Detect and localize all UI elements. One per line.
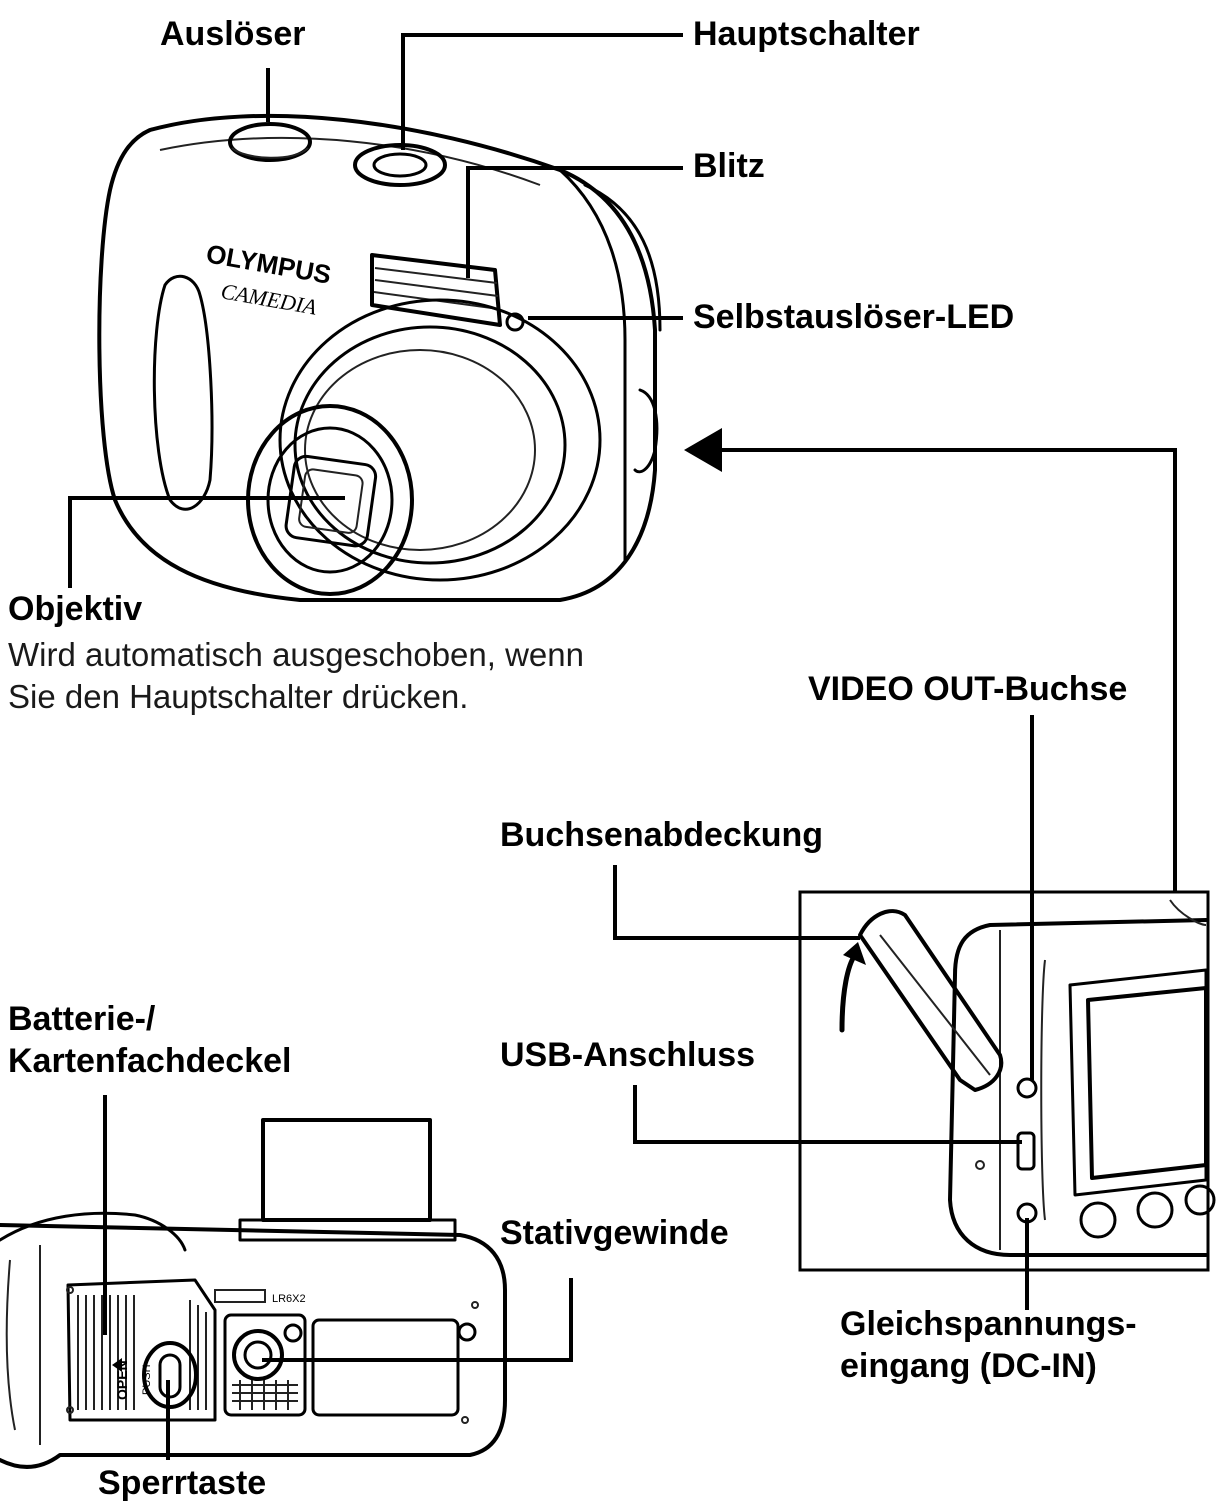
label-self-timer-led: Selbstauslöser-LED xyxy=(693,298,1015,336)
label-tripod-socket: Stativgewinde xyxy=(500,1214,729,1252)
shutter-button-shape xyxy=(228,122,312,162)
label-dc-in-line1: Gleichspannungs- xyxy=(840,1305,1137,1343)
flash-window-shape xyxy=(370,253,502,327)
label-connector-cover: Buchsenabdeckung xyxy=(500,816,824,854)
camera-bottom-illustration: OPEN PUSH LR6X2 xyxy=(0,1118,507,1469)
label-battery-cover-line1: Batterie-/ xyxy=(8,1000,156,1038)
self-timer-led-shape xyxy=(505,312,525,332)
push-mark-text: PUSH xyxy=(141,1364,153,1395)
lens-barrel-shape xyxy=(246,298,602,596)
open-mark-text: OPEN xyxy=(114,1360,130,1400)
label-video-out-jack: VIDEO OUT-Buchse xyxy=(808,670,1128,708)
tripod-grip-pattern xyxy=(232,1380,298,1410)
battery-cover-ribs xyxy=(77,1295,207,1410)
camera-side-illustration xyxy=(798,890,1216,1272)
label-dc-in-line2: eingang (DC-IN) xyxy=(840,1347,1097,1385)
leader-lines xyxy=(68,33,1177,1460)
label-battery-cover-line2: Kartenfachdeckel xyxy=(8,1042,292,1080)
battery-type-text: LR6X2 xyxy=(272,1293,306,1305)
label-lens: Objektiv xyxy=(8,590,143,628)
lens-description-line2: Sie den Hauptschalter drücken. xyxy=(8,678,469,715)
label-usb-connector: USB-Anschluss xyxy=(500,1036,756,1074)
label-flash: Blitz xyxy=(693,147,765,185)
lens-description-line1: Wird automatisch ausgeschoben, wenn xyxy=(8,636,584,673)
label-lock-button: Sperrtaste xyxy=(98,1464,267,1502)
power-switch-shape xyxy=(353,143,447,187)
label-power-switch: Hauptschalter xyxy=(693,15,920,53)
label-shutter-button: Auslöser xyxy=(160,15,306,53)
camera-front-illustration xyxy=(97,113,662,602)
